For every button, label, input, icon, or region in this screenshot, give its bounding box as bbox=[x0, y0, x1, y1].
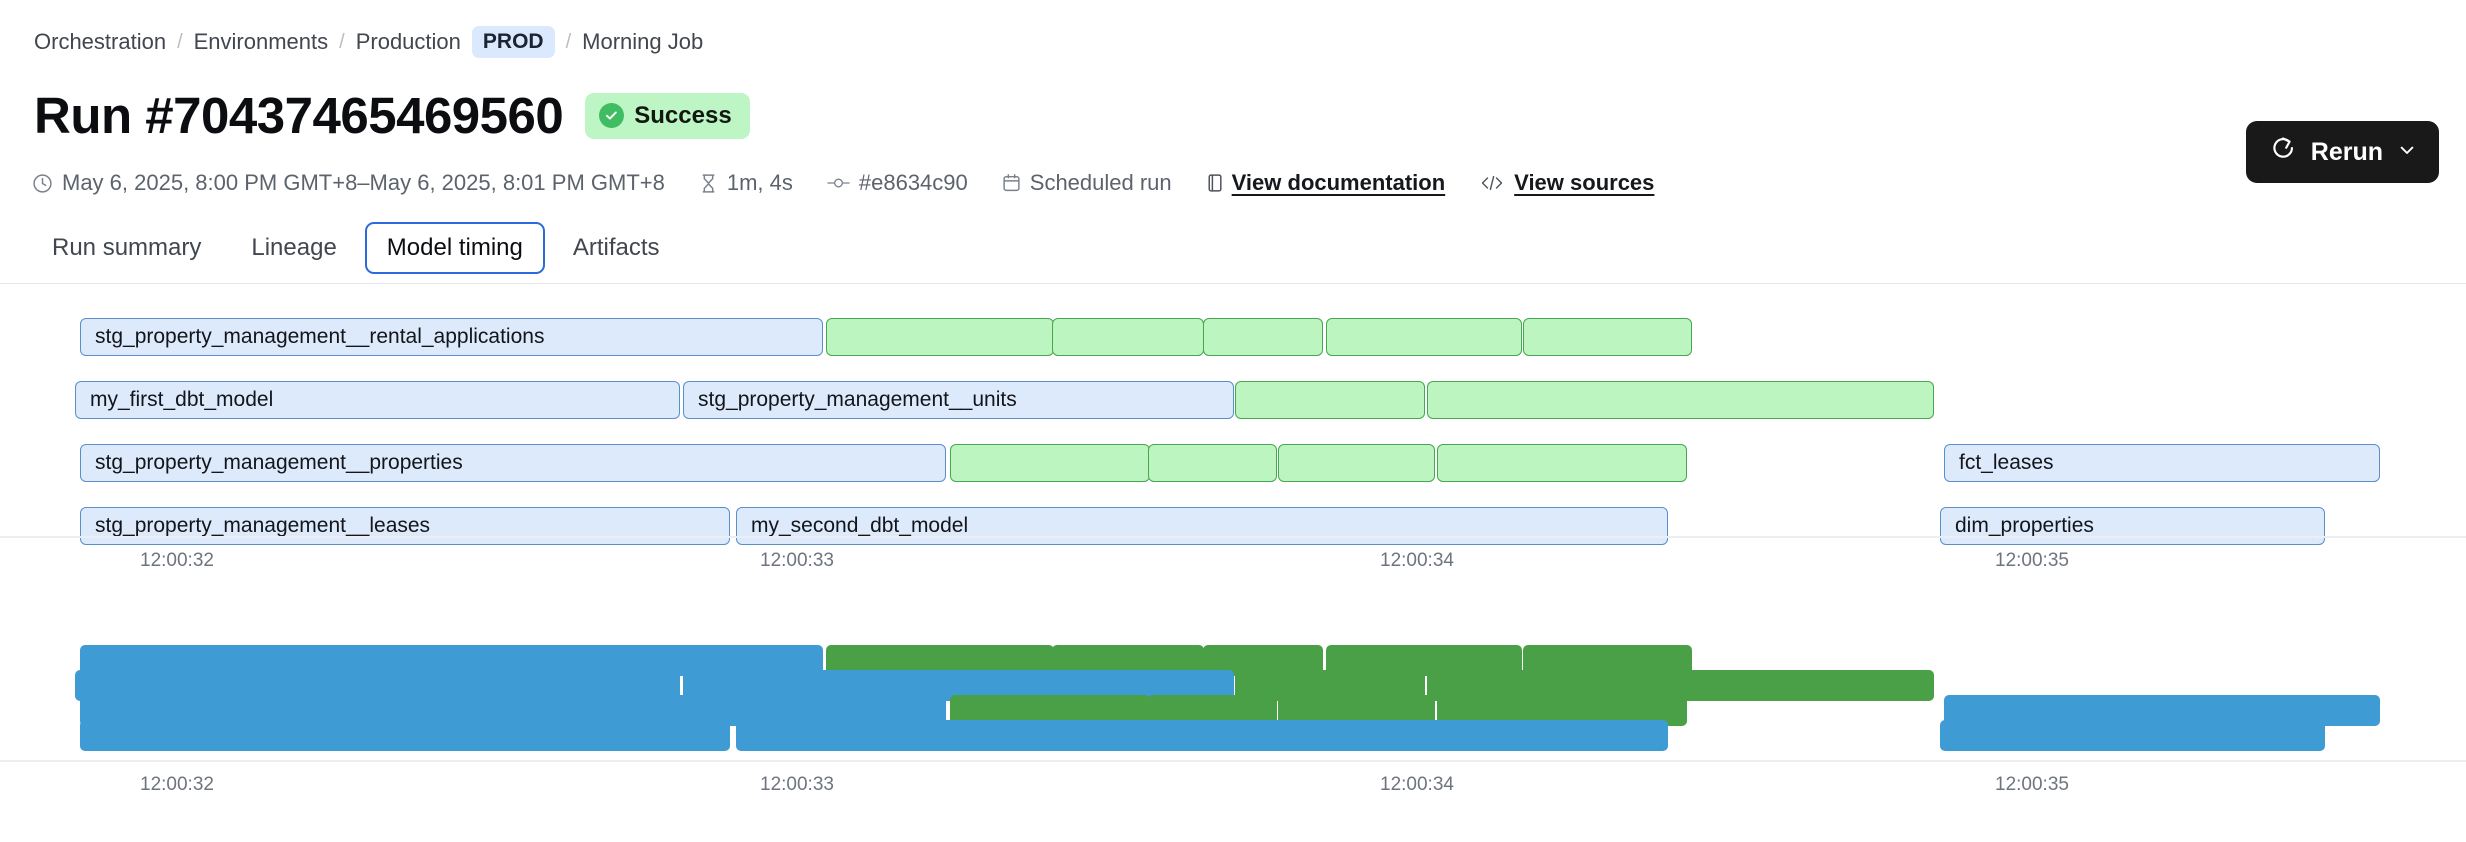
tab-lineage[interactable]: Lineage bbox=[251, 234, 337, 261]
tab-run-summary[interactable]: Run summary bbox=[52, 234, 202, 261]
axis-tick-label: 12:00:32 bbox=[140, 774, 214, 795]
gantt-bar-stg-property-management--rental-applications[interactable]: stg_property_management__rental_applicat… bbox=[80, 318, 823, 356]
status-badge-label: Success bbox=[634, 101, 732, 129]
gantt-bar-dim-properties[interactable]: dim_properties bbox=[1940, 507, 2325, 545]
title-row: Run #70437465469560 Success bbox=[34, 90, 750, 141]
gantt-lane: my_first_dbt_model stg_property_managemen… bbox=[0, 381, 2466, 419]
gantt-bar-label: my_second_dbt_model bbox=[751, 514, 969, 537]
gantt-bar[interactable] bbox=[736, 720, 1668, 751]
model-timing-chart-labelled: stg_property_management__rental_applicat… bbox=[0, 318, 2466, 596]
axis-tick-label: 12:00:35 bbox=[1995, 550, 2069, 571]
model-timing-chart-compact: 12:00:32 12:00:33 12:00:34 12:00:35 bbox=[0, 642, 2466, 806]
gantt-lane: stg_property_management__leases my_second… bbox=[0, 507, 2466, 545]
git-commit-icon bbox=[827, 175, 850, 191]
clock-icon bbox=[32, 173, 53, 194]
gantt-bar-label: stg_property_management__leases bbox=[95, 514, 431, 537]
calendar-icon bbox=[1002, 173, 1021, 193]
gantt-bar[interactable] bbox=[1235, 381, 1425, 419]
gantt-bar-my-first-dbt-model[interactable]: my_first_dbt_model bbox=[75, 381, 680, 419]
breadcrumb-item-environments[interactable]: Environments bbox=[193, 29, 329, 55]
meta-trigger: Scheduled run bbox=[1002, 170, 1172, 196]
axis-tick-label: 12:00:33 bbox=[760, 774, 834, 795]
axis-tick-label: 12:00:34 bbox=[1380, 550, 1454, 571]
gantt-lane: stg_property_management__rental_applicat… bbox=[0, 318, 2466, 356]
gantt-bar[interactable] bbox=[1278, 444, 1435, 482]
axis-tick-label: 12:00:35 bbox=[1995, 774, 2069, 795]
gantt-bar[interactable] bbox=[1326, 318, 1522, 356]
axis-tick-label: 12:00:32 bbox=[140, 550, 214, 571]
meta-timerange: May 6, 2025, 8:00 PM GMT+8–May 6, 2025, … bbox=[32, 170, 665, 196]
axis-rule bbox=[0, 760, 2466, 762]
view-documentation-link[interactable]: View documentation bbox=[1231, 170, 1446, 195]
breadcrumb-item-production[interactable]: Production bbox=[355, 29, 461, 55]
gantt-bar[interactable] bbox=[1052, 318, 1204, 356]
meta-timerange-text: May 6, 2025, 8:00 PM GMT+8–May 6, 2025, … bbox=[62, 170, 665, 195]
breadcrumb-separator: / bbox=[565, 30, 572, 53]
gantt-lane bbox=[0, 720, 2466, 758]
axis-rule bbox=[0, 536, 2466, 538]
gantt-bar[interactable] bbox=[950, 444, 1150, 482]
gantt-bar-label: stg_property_management__units bbox=[698, 388, 1017, 411]
check-circle-icon bbox=[599, 103, 625, 128]
gantt-bar[interactable] bbox=[1427, 381, 1934, 419]
breadcrumb-item-orchestration[interactable]: Orchestration bbox=[34, 29, 167, 55]
meta-commit: #e8634c90 bbox=[827, 170, 968, 196]
meta-duration-text: 1m, 4s bbox=[726, 170, 793, 195]
gantt-bar[interactable] bbox=[826, 318, 1054, 356]
breadcrumb-item-morning-job[interactable]: Morning Job bbox=[582, 29, 704, 55]
tab-bar: Run summary Lineage Model timing Artifac… bbox=[30, 222, 682, 274]
meta-documentation[interactable]: View documentation bbox=[1206, 170, 1446, 196]
breadcrumb-separator: / bbox=[177, 30, 183, 53]
rerun-button-label: Rerun bbox=[2310, 137, 2383, 166]
gantt-bar[interactable] bbox=[1940, 720, 2325, 751]
meta-duration: 1m, 4s bbox=[699, 170, 793, 196]
gantt-bar-label: fct_leases bbox=[1959, 451, 2054, 474]
breadcrumb: Orchestration / Environments / Productio… bbox=[34, 26, 704, 59]
status-badge: Success bbox=[585, 92, 750, 139]
rerun-icon bbox=[2270, 135, 2297, 169]
code-icon bbox=[1479, 174, 1505, 192]
gantt-lane: stg_property_management__properties fct_l… bbox=[0, 444, 2466, 482]
gantt-bar[interactable] bbox=[1523, 318, 1692, 356]
gantt-bar-stg-property-management--leases[interactable]: stg_property_management__leases bbox=[80, 507, 730, 545]
gantt-bar-label: stg_property_management__properties bbox=[95, 451, 463, 474]
breadcrumb-env-chip-prod: PROD bbox=[471, 26, 555, 59]
book-icon bbox=[1206, 173, 1223, 193]
run-meta-row: May 6, 2025, 8:00 PM GMT+8–May 6, 2025, … bbox=[32, 170, 1654, 196]
gantt-bar[interactable] bbox=[1148, 444, 1277, 482]
gantt-bar-stg-property-management--units[interactable]: stg_property_management__units bbox=[683, 381, 1234, 419]
hourglass-icon bbox=[699, 173, 718, 194]
gantt-bar-label: my_first_dbt_model bbox=[90, 388, 274, 411]
gantt-bar[interactable] bbox=[1437, 444, 1687, 482]
chevron-down-icon[interactable] bbox=[2397, 138, 2417, 167]
meta-trigger-text: Scheduled run bbox=[1029, 170, 1172, 195]
tab-bar-divider bbox=[0, 283, 2466, 284]
axis-tick-label: 12:00:34 bbox=[1380, 774, 1454, 795]
rerun-button[interactable]: Rerun bbox=[2245, 121, 2439, 183]
meta-sources[interactable]: View sources bbox=[1479, 170, 1654, 196]
gantt-bar-label: dim_properties bbox=[1955, 514, 2094, 537]
view-sources-link[interactable]: View sources bbox=[1514, 170, 1655, 195]
gantt-bar-stg-property-management--properties[interactable]: stg_property_management__properties bbox=[80, 444, 946, 482]
axis-tick-label: 12:00:33 bbox=[760, 550, 834, 571]
page-title: Run #70437465469560 bbox=[34, 87, 564, 144]
tab-model-timing[interactable]: Model timing bbox=[364, 222, 545, 274]
gantt-bar-label: stg_property_management__rental_applicat… bbox=[95, 325, 545, 348]
gantt-bar[interactable] bbox=[1203, 318, 1323, 356]
tab-artifacts[interactable]: Artifacts bbox=[572, 234, 660, 261]
gantt-bar[interactable] bbox=[80, 720, 730, 751]
breadcrumb-separator: / bbox=[339, 30, 345, 53]
meta-commit-hash: #e8634c90 bbox=[858, 170, 968, 195]
gantt-bar-my-second-dbt-model[interactable]: my_second_dbt_model bbox=[736, 507, 1668, 545]
gantt-bar-fct-leases[interactable]: fct_leases bbox=[1944, 444, 2380, 482]
